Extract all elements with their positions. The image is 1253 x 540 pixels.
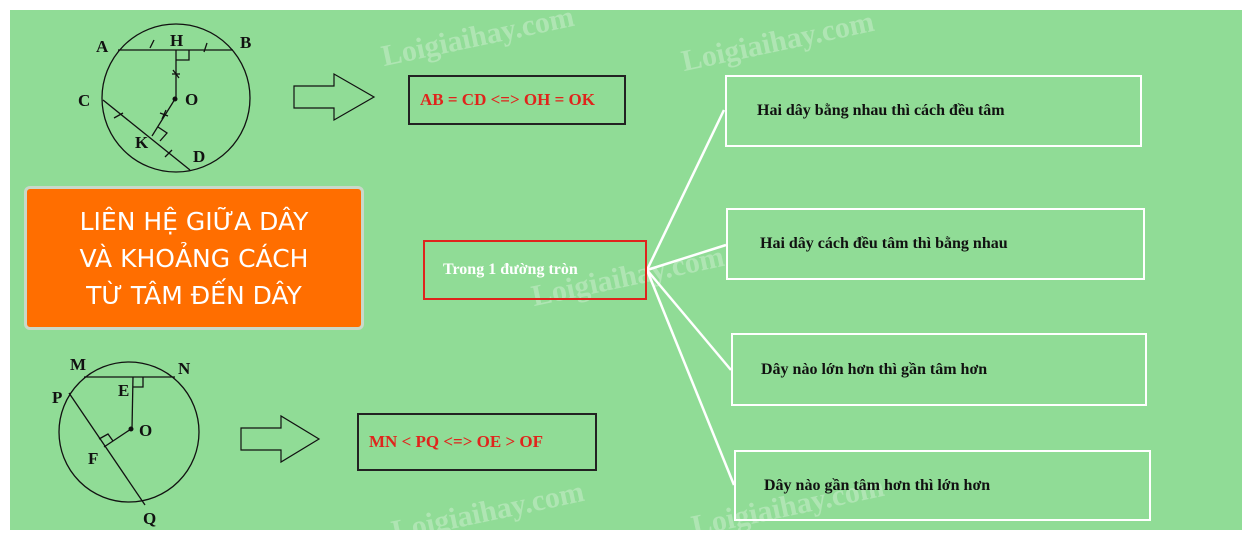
label-b: B (240, 33, 251, 52)
branch-3: Dây nào lớn hơn thì gần tâm hơn (731, 333, 1147, 406)
title-card: LIÊN HỆ GIỮA DÂY VÀ KHOẢNG CÁCH TỪ TÂM Đ… (24, 186, 364, 330)
label-e: E (118, 381, 129, 400)
segment-oe (131, 376, 134, 430)
chord-pq (68, 392, 146, 506)
label-o: O (185, 90, 198, 109)
arrow-right-icon (240, 414, 321, 464)
label-q: Q (143, 509, 156, 528)
label-d: D (193, 147, 205, 166)
formula-box-1: AB = CD <=> OH = OK (408, 75, 626, 125)
label-f: F (88, 449, 98, 468)
title-line: VÀ KHOẢNG CÁCH (79, 243, 309, 273)
chord-cd (102, 99, 191, 171)
branch-4: Dây nào gần tâm hơn thì lớn hơn (734, 450, 1151, 521)
branch-connectors (645, 109, 736, 486)
label-n: N (178, 359, 191, 378)
label-k: K (135, 133, 149, 152)
title-line: LIÊN HỆ GIỮA DÂY (79, 206, 309, 236)
branch-2: Hai dây cách đều tâm thì bằng nhau (726, 208, 1145, 280)
figure-2 (58, 361, 200, 506)
segment-ok (151, 98, 176, 137)
title-line: TỪ TÂM ĐẾN DÂY (86, 280, 302, 310)
figure-1 (101, 23, 251, 173)
label-p: P (52, 388, 62, 407)
center-node: Trong 1 đường tròn (423, 240, 647, 300)
segment-of (103, 428, 132, 448)
label-a: A (96, 37, 109, 56)
label-m: M (70, 355, 86, 374)
circle-1 (101, 23, 251, 173)
circle-2 (58, 361, 200, 503)
formula-box-2: MN < PQ <=> OE > OF (357, 413, 597, 471)
branch-1: Hai dây bằng nhau thì cách đều tâm (725, 75, 1142, 147)
label-c: C (78, 91, 90, 110)
label-h: H (170, 31, 183, 50)
arrow-right-icon (293, 72, 376, 122)
label-o2: O (139, 421, 152, 440)
